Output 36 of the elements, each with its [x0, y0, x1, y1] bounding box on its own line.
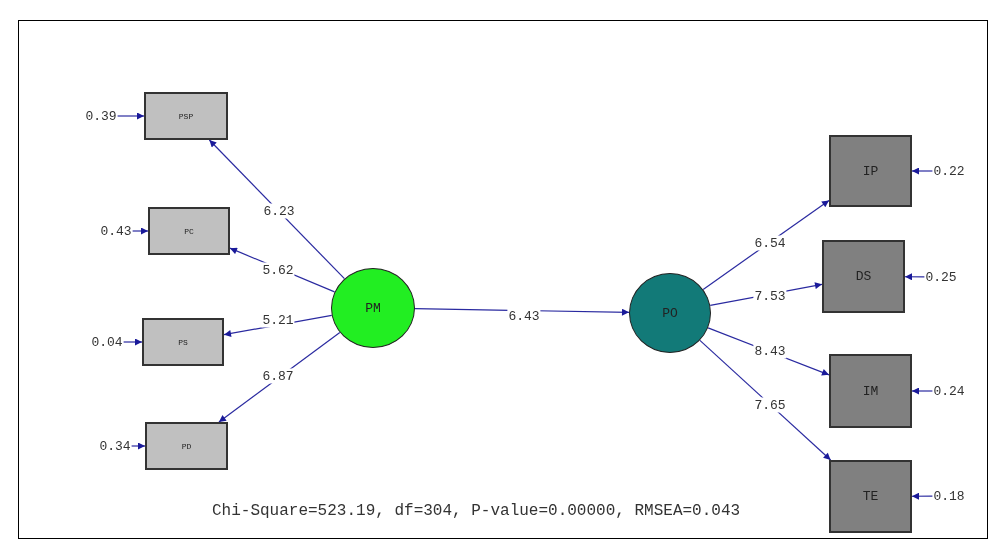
arrow [132, 227, 149, 235]
indicator-box: TE [829, 460, 912, 533]
arrow [123, 338, 143, 346]
arrow [911, 387, 933, 395]
arrow [911, 167, 933, 175]
edge-label: 5.21 [261, 312, 295, 328]
indicator-box: PC [148, 207, 230, 255]
edge-label: 8.43 [753, 343, 787, 359]
error-value: 0.22 [933, 163, 965, 179]
latent-ellipse: PO [629, 273, 711, 353]
indicator-box: IM [829, 354, 912, 428]
error-value: 0.39 [85, 108, 117, 124]
indicator-box: IP [829, 135, 912, 207]
arrow [699, 339, 832, 461]
indicator-box: PS [142, 318, 224, 366]
edge-label: 6.23 [262, 203, 296, 219]
error-value: 0.24 [933, 383, 965, 399]
error-value: 0.25 [925, 269, 957, 285]
edge-label: 7.65 [753, 397, 787, 413]
edge-label: 6.54 [753, 235, 787, 251]
arrow [208, 139, 346, 280]
error-value: 0.43 [100, 223, 132, 239]
arrow [904, 273, 925, 281]
error-value: 0.18 [933, 488, 965, 504]
indicator-box: DS [822, 240, 905, 313]
edge-label: 5.62 [261, 262, 295, 278]
arrow [117, 112, 145, 120]
fit-statistics-note: Chi-Square=523.19, df=304, P-value=0.00000, RMSEA=0.043 [212, 502, 741, 520]
latent-ellipse: PM [331, 268, 415, 348]
arrow [131, 442, 146, 450]
error-value: 0.04 [91, 334, 123, 350]
edge-label: 6.87 [261, 368, 295, 384]
arrow [911, 492, 933, 500]
error-value: 0.34 [99, 438, 131, 454]
indicator-box: PSP [144, 92, 228, 140]
indicator-box: PD [145, 422, 228, 470]
